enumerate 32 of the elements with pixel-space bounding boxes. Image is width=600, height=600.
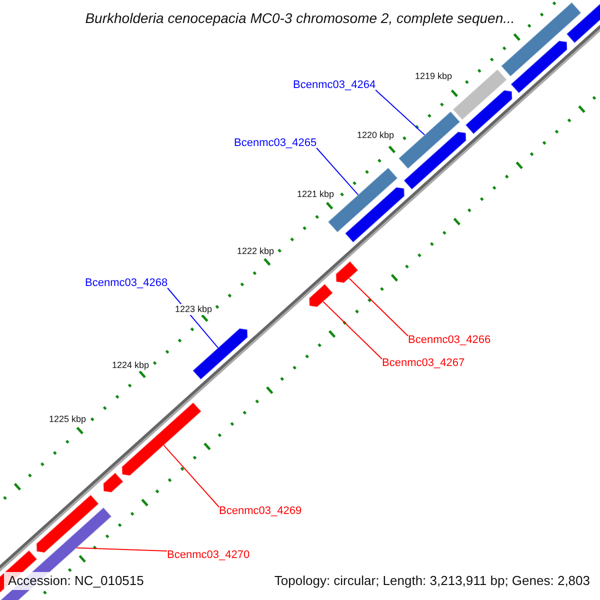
leader-line [76, 547, 168, 552]
gene-block [510, 40, 568, 94]
gene-block [102, 472, 124, 493]
scale-label: 1219 kbp [415, 71, 452, 82]
gene-bar [398, 110, 461, 170]
gene-block [192, 328, 248, 380]
scale-label: 1222 kbp [237, 246, 274, 257]
gene-bar [452, 68, 508, 121]
gene-label: Bcenmc03_4268 [85, 277, 168, 290]
gene-label: Bcenmc03_4264 [293, 79, 376, 92]
gene-label: Bcenmc03_4267 [382, 357, 465, 370]
scale-label: 1225 kbp [49, 414, 86, 425]
gene-block [464, 90, 513, 135]
leader-line [348, 278, 408, 336]
gene-block [36, 494, 100, 554]
leader-line [316, 148, 359, 196]
leader-line [375, 90, 426, 136]
gene-label: Bcenmc03_4265 [234, 137, 317, 150]
gene-block [121, 402, 202, 476]
leader-line [322, 301, 382, 360]
scale-label: 1223 kbp [175, 304, 212, 315]
gene-block [403, 131, 467, 190]
scale-label: 1221 kbp [297, 189, 334, 200]
gene-block [308, 283, 334, 308]
gene-label: Bcenmc03_4270 [167, 549, 250, 562]
gene-label: Bcenmc03_4269 [219, 505, 302, 518]
gene-block [335, 260, 359, 284]
gene-block [344, 186, 405, 244]
scale-label: 1224 kbp [112, 360, 150, 371]
leader-line [163, 444, 220, 508]
scale-label: 1220 kbp [357, 130, 394, 141]
gene-label: Bcenmc03_4266 [408, 334, 491, 347]
